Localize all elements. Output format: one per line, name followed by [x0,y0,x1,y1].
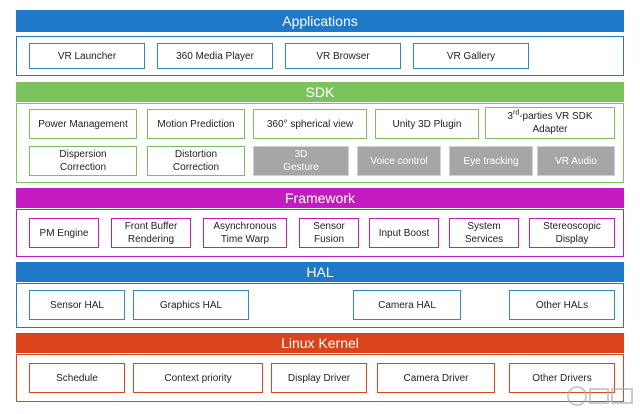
fw-pm-engine: PM Engine [29,218,99,248]
sdk-voice-control: Voice control [357,146,441,176]
app-360-media-player: 360 Media Player [157,43,273,69]
kernel-camera-driver: Camera Driver [377,363,495,393]
sdk-area: Power Management Motion Prediction 360° … [16,103,624,183]
hal-header: HAL [16,262,624,282]
fw-system-services: System Services [449,218,519,248]
sdk-eye-tracking: Eye tracking [449,146,533,176]
kernel-schedule: Schedule [29,363,125,393]
fw-asynchronous-time-warp: Asynchronous Time Warp [203,218,287,248]
sdk-third-party-adapter: 3rd-parties VR SDK Adapter [485,107,615,139]
app-vr-browser: VR Browser [285,43,401,69]
hal-other: Other HALs [509,290,615,320]
sdk-distortion-correction: Distortion Correction [147,146,245,176]
kernel-title: Linux Kernel [281,335,359,351]
kernel-other-drivers: Other Drivers [509,363,615,393]
sdk-motion-prediction: Motion Prediction [147,109,245,139]
fw-front-buffer-rendering: Front Buffer Rendering [111,218,191,248]
third-prefix: 3 [507,111,513,122]
sdk-3d-gesture: 3D Gesture [253,146,349,176]
sdk-360-spherical-view: 360° spherical view [253,109,367,139]
sdk-dispersion-correction: Dispersion Correction [29,146,137,176]
sdk-unity-3d-plugin: Unity 3D Plugin [375,109,479,139]
framework-title: Framework [284,190,355,206]
app-vr-gallery: VR Gallery [413,43,529,69]
watermark-icon [567,386,633,406]
third-sup: rd [512,109,520,117]
kernel-context-priority: Context priority [133,363,263,393]
third-rest: -parties VR SDK Adapter [519,111,593,135]
applications-header: Applications [16,10,624,32]
framework-area: PM Engine Front Buffer Rendering Asynchr… [16,209,624,257]
app-vr-launcher: VR Launcher [29,43,145,69]
hal-title: HAL [306,264,334,280]
fw-sensor-fusion: Sensor Fusion [299,218,359,248]
kernel-header: Linux Kernel [16,333,624,353]
sdk-power-management: Power Management [29,109,137,139]
applications-area: VR Launcher 360 Media Player VR Browser … [16,36,624,76]
sdk-header: SDK [16,82,624,102]
fw-stereoscopic-display: Stereoscopic Display [529,218,615,248]
kernel-area: Schedule Context priority Display Driver… [16,354,624,402]
hal-graphics: Graphics HAL [133,290,249,320]
applications-title: Applications [282,13,358,29]
hal-camera: Camera HAL [353,290,461,320]
kernel-display-driver: Display Driver [271,363,367,393]
hal-sensor: Sensor HAL [29,290,125,320]
sdk-vr-audio: VR Audio [537,146,615,176]
watermark-logo [566,385,636,412]
hal-area: Sensor HAL Graphics HAL Camera HAL Other… [16,283,624,328]
fw-input-boost: Input Boost [369,218,439,248]
framework-header: Framework [16,188,624,208]
sdk-title: SDK [305,84,335,100]
